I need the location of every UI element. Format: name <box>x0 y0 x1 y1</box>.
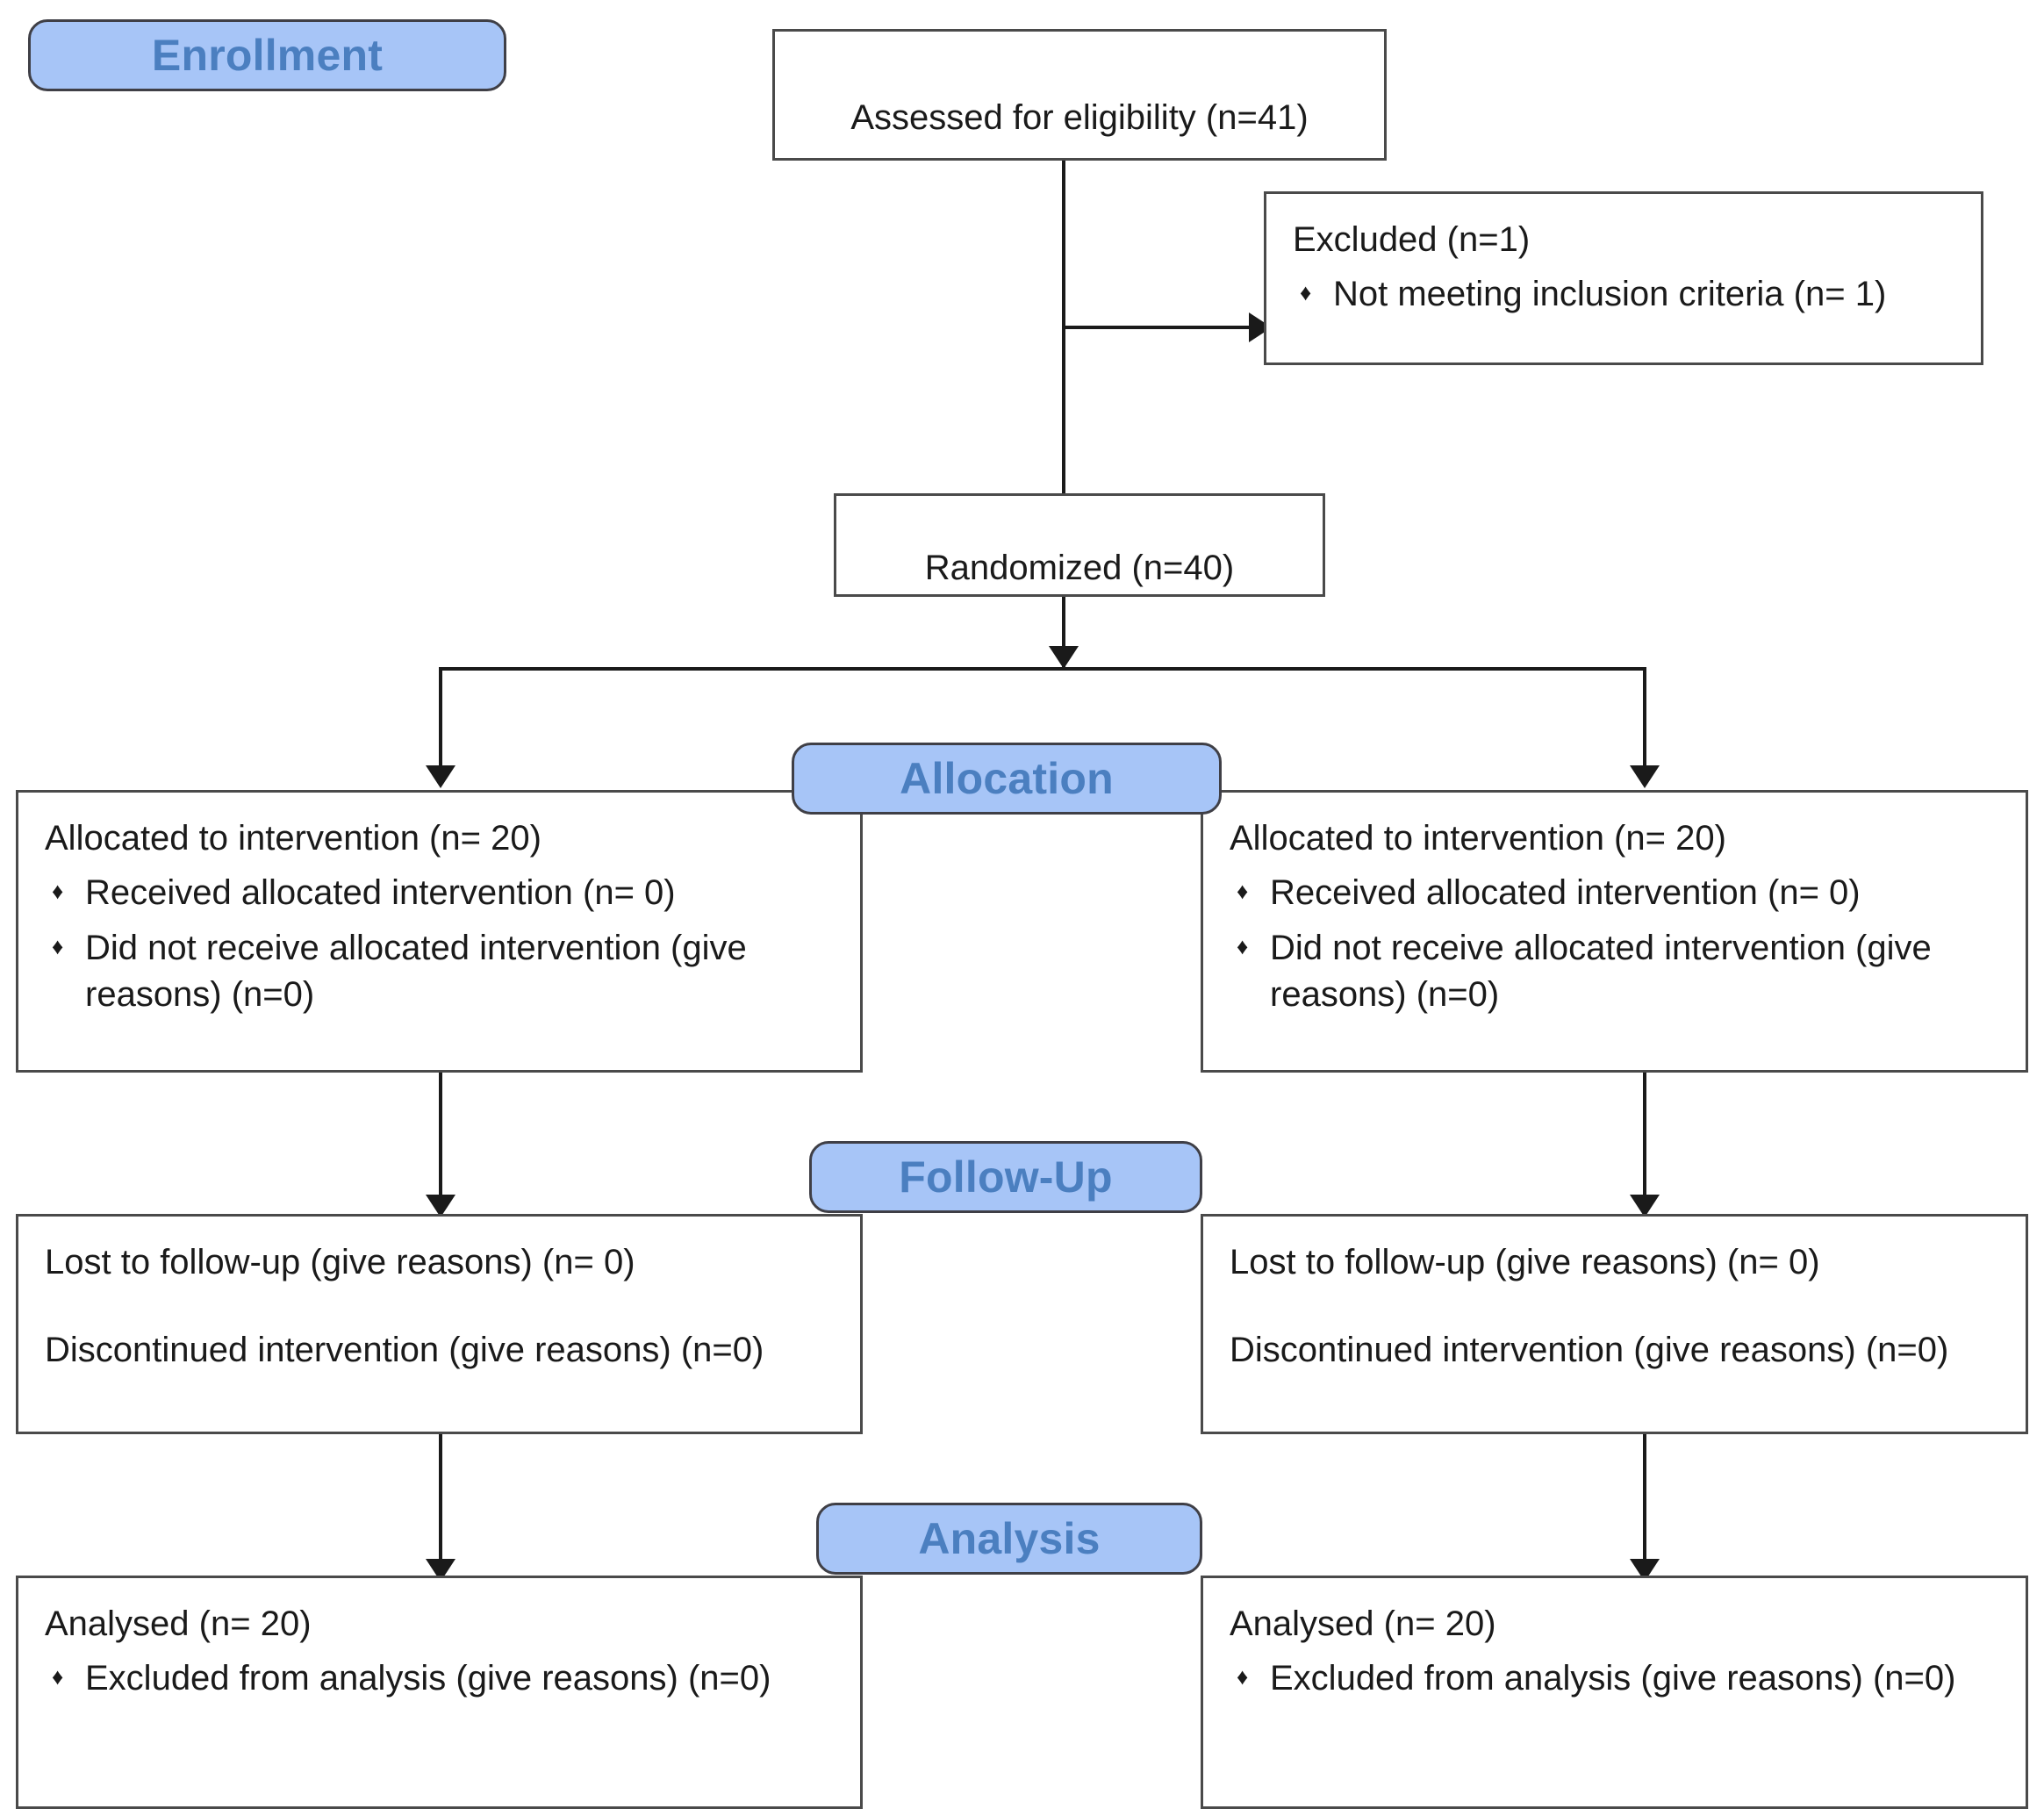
node-analysis-left: Analysed (n= 20) ♦ Excluded from analysi… <box>16 1576 863 1809</box>
node-allocation-right-bullet-list: ♦ Received allocated intervention (n= 0)… <box>1230 870 1999 1017</box>
connector-followup-left-to-analysis <box>439 1434 442 1564</box>
diamond-bullet-icon: ♦ <box>52 1663 64 1690</box>
node-assessed-title: Assessed for eligibility (n=41) <box>850 98 1309 137</box>
list-item: ♦ Not meeting inclusion criteria (n= 1) <box>1293 271 1954 318</box>
list-item-label: Did not receive allocated intervention (… <box>85 928 747 1014</box>
node-allocation-left-bullet-list: ♦ Received allocated intervention (n= 0)… <box>45 870 834 1017</box>
diamond-bullet-icon: ♦ <box>1237 932 1249 959</box>
diamond-bullet-icon: ♦ <box>1237 1663 1249 1690</box>
arrow-down-icon-followup-right <box>1630 1195 1660 1217</box>
node-analysis-right-title: Analysed (n= 20) <box>1230 1604 1496 1643</box>
diamond-bullet-icon: ♦ <box>52 878 64 904</box>
connector-split-bar <box>439 667 1646 671</box>
arrow-down-icon-followup-left <box>426 1195 455 1217</box>
list-item: ♦ Excluded from analysis (give reasons) … <box>1230 1655 1999 1702</box>
diamond-bullet-icon: ♦ <box>52 932 64 959</box>
stage-label-enrollment: Enrollment <box>28 19 506 91</box>
node-followup-right-line-1: Lost to follow-up (give reasons) (n= 0) <box>1230 1243 1820 1281</box>
stage-label-allocation-text: Allocation <box>900 754 1114 803</box>
stage-label-followup-text: Follow-Up <box>899 1152 1113 1202</box>
list-item-label: Did not receive allocated intervention (… <box>1270 928 1932 1014</box>
node-analysis-left-bullet-list: ♦ Excluded from analysis (give reasons) … <box>45 1655 834 1702</box>
list-item: ♦ Did not receive allocated intervention… <box>45 925 834 1018</box>
stage-label-allocation: Allocation <box>792 743 1222 815</box>
connector-randomized-down <box>1062 597 1065 669</box>
arrow-down-icon-randomized-split <box>1049 646 1079 669</box>
node-randomized-title: Randomized (n=40) <box>924 549 1235 587</box>
arrow-down-icon-allocation-right <box>1630 765 1660 788</box>
list-item: ♦ Received allocated intervention (n= 0) <box>45 870 834 916</box>
diamond-bullet-icon: ♦ <box>1237 878 1249 904</box>
node-excluded-title: Excluded (n=1) <box>1293 220 1531 259</box>
diamond-bullet-icon: ♦ <box>1300 279 1312 305</box>
node-allocation-left-title: Allocated to intervention (n= 20) <box>45 819 541 858</box>
list-item-label: Received allocated intervention (n= 0) <box>85 873 676 912</box>
list-item-label: Excluded from analysis (give reasons) (n… <box>85 1659 771 1698</box>
node-excluded-bullet-list: ♦ Not meeting inclusion criteria (n= 1) <box>1293 271 1954 318</box>
list-item: ♦ Received allocated intervention (n= 0) <box>1230 870 1999 916</box>
connector-split-left-drop <box>439 667 442 771</box>
list-item-label: Excluded from analysis (give reasons) (n… <box>1270 1659 1956 1698</box>
node-followup-left: Lost to follow-up (give reasons) (n= 0) … <box>16 1214 863 1434</box>
node-followup-left-line-1: Lost to follow-up (give reasons) (n= 0) <box>45 1243 635 1281</box>
node-allocation-right: Allocated to intervention (n= 20) ♦ Rece… <box>1201 790 2028 1073</box>
node-followup-right-line-2: Discontinued intervention (give reasons)… <box>1230 1331 1949 1369</box>
node-allocation-right-title: Allocated to intervention (n= 20) <box>1230 819 1726 858</box>
node-followup-left-line-2: Discontinued intervention (give reasons)… <box>45 1331 764 1369</box>
stage-label-followup: Follow-Up <box>809 1141 1202 1213</box>
connector-split-right-drop <box>1643 667 1646 771</box>
list-item: ♦ Excluded from analysis (give reasons) … <box>45 1655 834 1702</box>
node-assessed-for-eligibility: Assessed for eligibility (n=41) <box>772 29 1387 161</box>
node-analysis-right: Analysed (n= 20) ♦ Excluded from analysi… <box>1201 1576 2028 1809</box>
list-item-label: Received allocated intervention (n= 0) <box>1270 873 1861 912</box>
node-followup-right: Lost to follow-up (give reasons) (n= 0) … <box>1201 1214 2028 1434</box>
node-allocation-left: Allocated to intervention (n= 20) ♦ Rece… <box>16 790 863 1073</box>
connector-alloc-left-to-followup <box>439 1073 442 1200</box>
node-excluded: Excluded (n=1) ♦ Not meeting inclusion c… <box>1264 191 1983 365</box>
stage-label-analysis: Analysis <box>816 1503 1202 1575</box>
node-analysis-left-title: Analysed (n= 20) <box>45 1604 312 1643</box>
connector-assessed-to-excluded <box>1062 326 1251 329</box>
connector-alloc-right-to-followup <box>1643 1073 1646 1200</box>
stage-label-analysis-text: Analysis <box>918 1514 1101 1563</box>
list-item-label: Not meeting inclusion criteria (n= 1) <box>1333 275 1887 313</box>
connector-followup-right-to-analysis <box>1643 1434 1646 1564</box>
node-analysis-right-bullet-list: ♦ Excluded from analysis (give reasons) … <box>1230 1655 1999 1702</box>
node-randomized: Randomized (n=40) <box>834 493 1325 597</box>
stage-label-enrollment-text: Enrollment <box>151 31 384 80</box>
arrow-down-icon-allocation-left <box>426 765 455 788</box>
list-item: ♦ Did not receive allocated intervention… <box>1230 925 1999 1018</box>
